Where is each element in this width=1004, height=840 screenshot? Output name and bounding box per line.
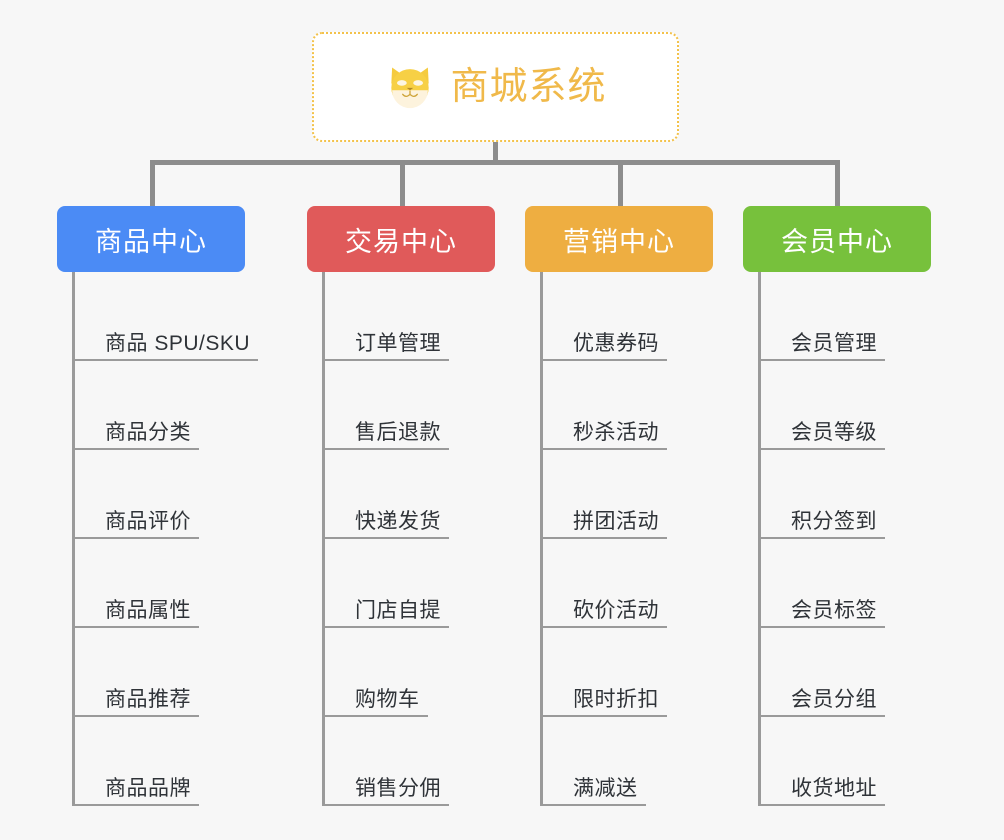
leaf-node[interactable]: 限时折扣	[540, 628, 713, 717]
leaf-label: 门店自提	[355, 598, 441, 622]
leaf-node[interactable]: 购物车	[322, 628, 495, 717]
leaf-underline	[758, 626, 885, 628]
leaf-underline	[322, 359, 449, 361]
leaf-label: 秒杀活动	[573, 420, 659, 444]
leaf-underline	[72, 448, 199, 450]
leaf-label: 商品品牌	[105, 776, 191, 800]
branch-header-marketing[interactable]: 营销中心	[525, 206, 713, 272]
leaf-underline	[540, 537, 667, 539]
leaf-underline	[758, 448, 885, 450]
leaf-underline	[758, 804, 885, 806]
connector-horizontal-rail	[150, 160, 840, 165]
branch-items-trade: 订单管理 售后退款 快递发货 门店自提 购物车 销售分佣	[322, 272, 495, 806]
leaf-node[interactable]: 商品评价	[72, 450, 245, 539]
leaf-label: 快递发货	[355, 509, 441, 533]
branch-column-product: 商品中心 商品 SPU/SKU 商品分类 商品评价 商品属性 商品推荐 商品品牌	[57, 206, 258, 806]
root-node-mall-system[interactable]: 商城系统	[312, 32, 679, 142]
leaf-underline	[322, 626, 449, 628]
leaf-node[interactable]: 门店自提	[322, 539, 495, 628]
branch-spine	[758, 272, 761, 806]
connector-root-stem	[493, 142, 498, 164]
branch-column-marketing: 营销中心 优惠券码 秒杀活动 拼团活动 砍价活动 限时折扣 满减送	[525, 206, 713, 806]
leaf-label: 订单管理	[355, 331, 441, 355]
leaf-underline	[72, 804, 199, 806]
branch-spine	[322, 272, 325, 806]
branch-column-trade: 交易中心 订单管理 售后退款 快递发货 门店自提 购物车 销售分佣	[307, 206, 495, 806]
leaf-label: 商品分类	[105, 420, 191, 444]
leaf-node[interactable]: 会员标签	[758, 539, 931, 628]
leaf-node[interactable]: 积分签到	[758, 450, 931, 539]
leaf-label: 购物车	[355, 687, 420, 711]
branch-items-marketing: 优惠券码 秒杀活动 拼团活动 砍价活动 限时折扣 满减送	[540, 272, 713, 806]
leaf-underline	[322, 804, 449, 806]
leaf-underline	[322, 448, 449, 450]
connector-drop-product	[150, 160, 155, 208]
leaf-node[interactable]: 收货地址	[758, 717, 931, 806]
leaf-underline	[322, 715, 428, 717]
leaf-node[interactable]: 优惠券码	[540, 272, 713, 361]
leaf-underline	[72, 359, 258, 361]
leaf-node[interactable]: 秒杀活动	[540, 361, 713, 450]
leaf-label: 会员等级	[791, 420, 877, 444]
leaf-label: 收货地址	[791, 776, 877, 800]
leaf-label: 满减送	[573, 776, 638, 800]
leaf-label: 商品 SPU/SKU	[105, 331, 251, 355]
leaf-underline	[72, 537, 199, 539]
leaf-label: 会员管理	[791, 331, 877, 355]
leaf-underline	[758, 359, 885, 361]
leaf-underline	[72, 715, 199, 717]
leaf-label: 限时折扣	[573, 687, 659, 711]
root-node-title: 商城系统	[450, 66, 607, 108]
connector-drop-member	[835, 160, 840, 208]
leaf-node[interactable]: 商品品牌	[72, 717, 245, 806]
leaf-underline	[758, 537, 885, 539]
connector-drop-marketing	[618, 160, 623, 208]
leaf-underline	[758, 715, 885, 717]
leaf-underline	[540, 359, 667, 361]
leaf-node[interactable]: 会员分组	[758, 628, 931, 717]
leaf-underline	[540, 715, 667, 717]
shiba-dog-face-icon	[391, 67, 430, 109]
leaf-label: 拼团活动	[573, 509, 659, 533]
leaf-underline	[540, 804, 646, 806]
branch-spine	[540, 272, 543, 806]
leaf-node[interactable]: 会员等级	[758, 361, 931, 450]
leaf-node[interactable]: 会员管理	[758, 272, 931, 361]
leaf-node[interactable]: 快递发货	[322, 450, 495, 539]
branch-header-member[interactable]: 会员中心	[743, 206, 931, 272]
leaf-node[interactable]: 商品 SPU/SKU	[72, 272, 258, 361]
connector-drop-trade	[400, 160, 405, 208]
leaf-node[interactable]: 售后退款	[322, 361, 495, 450]
leaf-underline	[72, 626, 199, 628]
leaf-label: 会员标签	[791, 598, 877, 622]
leaf-node[interactable]: 拼团活动	[540, 450, 713, 539]
leaf-label: 商品属性	[105, 598, 191, 622]
leaf-node[interactable]: 订单管理	[322, 272, 495, 361]
leaf-node[interactable]: 商品属性	[72, 539, 245, 628]
leaf-label: 优惠券码	[573, 331, 659, 355]
leaf-underline	[540, 626, 667, 628]
leaf-label: 销售分佣	[355, 776, 441, 800]
leaf-label: 商品推荐	[105, 687, 191, 711]
leaf-label: 砍价活动	[573, 598, 659, 622]
branch-items-member: 会员管理 会员等级 积分签到 会员标签 会员分组 收货地址	[758, 272, 931, 806]
branch-spine	[72, 272, 75, 806]
branch-items-product: 商品 SPU/SKU 商品分类 商品评价 商品属性 商品推荐 商品品牌	[72, 272, 258, 806]
branch-header-trade[interactable]: 交易中心	[307, 206, 495, 272]
leaf-underline	[322, 537, 449, 539]
leaf-node[interactable]: 满减送	[540, 717, 713, 806]
leaf-label: 售后退款	[355, 420, 441, 444]
leaf-label: 积分签到	[791, 509, 877, 533]
leaf-node[interactable]: 砍价活动	[540, 539, 713, 628]
leaf-label: 商品评价	[105, 509, 191, 533]
leaf-label: 会员分组	[791, 687, 877, 711]
leaf-underline	[540, 448, 667, 450]
branch-column-member: 会员中心 会员管理 会员等级 积分签到 会员标签 会员分组 收货地址	[743, 206, 931, 806]
branch-header-product[interactable]: 商品中心	[57, 206, 245, 272]
leaf-node[interactable]: 销售分佣	[322, 717, 495, 806]
leaf-node[interactable]: 商品推荐	[72, 628, 245, 717]
leaf-node[interactable]: 商品分类	[72, 361, 245, 450]
